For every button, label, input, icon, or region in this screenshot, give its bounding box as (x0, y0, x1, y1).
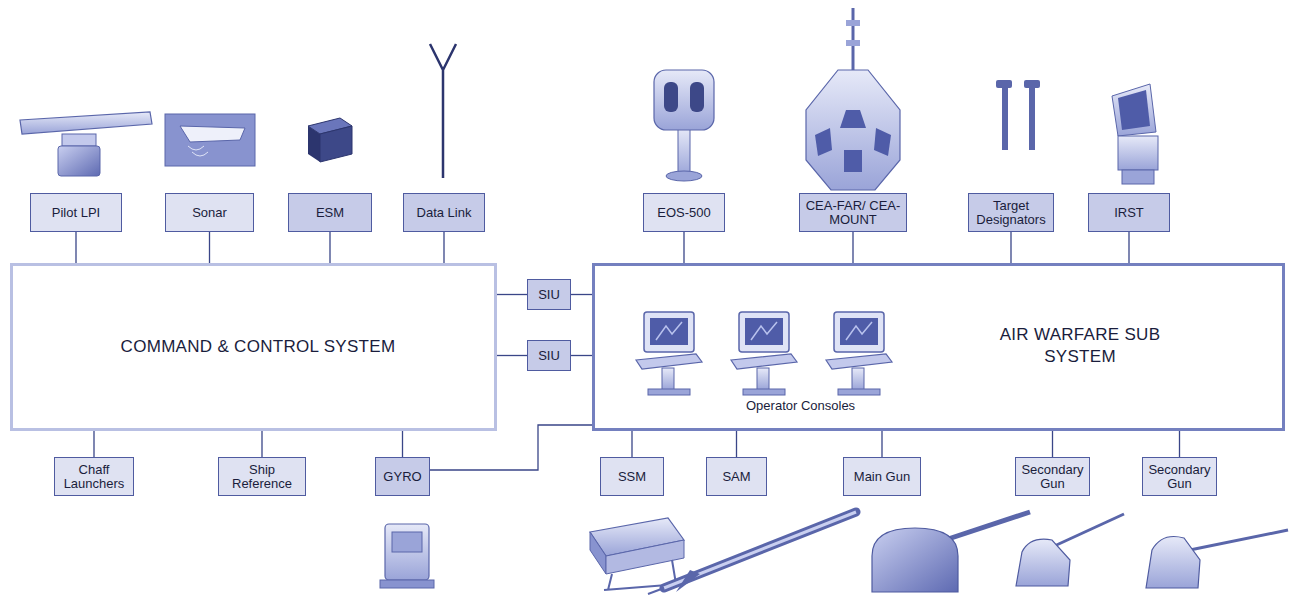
operator-consoles (636, 312, 892, 395)
box-label: SIU (535, 348, 563, 364)
box-label: SSM (615, 469, 649, 485)
box-label: Target Designators (969, 198, 1053, 228)
equipment-box: SIU (527, 279, 571, 310)
box-label: Data Link (414, 205, 475, 221)
box-label: Ship Reference (219, 462, 305, 492)
esm-unit (308, 118, 352, 162)
radar-antenna (20, 112, 152, 176)
equipment-box: Sonar (165, 193, 254, 232)
box-label: Pilot LPI (49, 205, 103, 221)
box-label: GYRO (380, 469, 424, 485)
box-label: Secondary Gun (1143, 462, 1216, 492)
connector-line (852, 232, 853, 263)
connector-line (329, 232, 330, 263)
connector-line (93, 431, 94, 457)
connector-line (497, 355, 527, 356)
box-label: Sonar (189, 205, 230, 221)
equipment-box: GYRO (375, 457, 430, 496)
connector-line (209, 232, 210, 263)
box-label: EOS-500 (654, 205, 713, 221)
box-label: SAM (719, 469, 753, 485)
connector-line (683, 232, 684, 263)
connector-line (497, 294, 527, 295)
system-title: AIR WARFARE SUB SYSTEM (990, 324, 1170, 368)
connector-line (1010, 232, 1011, 263)
box-label: SIU (535, 287, 563, 303)
equipment-box: Target Designators (968, 193, 1054, 232)
equipment-box: SAM (706, 457, 767, 496)
connector-line (443, 232, 444, 263)
secondary-gun (1016, 514, 1124, 586)
system-block: AIR WARFARE SUB SYSTEM (592, 263, 1285, 431)
equipment-box: IRST (1088, 193, 1170, 232)
equipment-box: ESM (288, 193, 372, 232)
connector-line (1052, 431, 1053, 457)
connector-line (430, 425, 592, 470)
ssm-launcher (590, 518, 684, 590)
gyro-unit (380, 524, 434, 588)
box-label: ESM (313, 205, 347, 221)
system-block: COMMAND & CONTROL SYSTEM (10, 263, 497, 431)
connector-line (1179, 431, 1180, 457)
equipment-box: Ship Reference (218, 457, 306, 496)
connector-line (736, 431, 737, 457)
equipment-box: Pilot LPI (30, 193, 122, 232)
connector-line (1128, 232, 1129, 263)
equipment-box: Data Link (403, 193, 485, 232)
target-designators (996, 80, 1040, 150)
connector-line (571, 355, 592, 356)
box-label: Main Gun (851, 469, 913, 485)
connector-line (881, 431, 882, 457)
eos-sensor (654, 70, 714, 181)
secondary-gun (1146, 530, 1288, 588)
equipment-box: EOS-500 (643, 193, 725, 232)
system-title: COMMAND & CONTROL SYSTEM (73, 336, 443, 358)
main-gun (872, 512, 1030, 592)
equipment-box: CEA-FAR/ CEA-MOUNT (799, 193, 907, 232)
connector-line (631, 431, 632, 457)
equipment-box: Secondary Gun (1142, 457, 1217, 496)
equipment-box: Main Gun (843, 457, 921, 496)
group-label: Operator Consoles (744, 398, 857, 413)
irst-sensor (1112, 84, 1158, 184)
equipment-box: Secondary Gun (1015, 457, 1090, 496)
equipment-box: SSM (600, 457, 664, 496)
antenna (430, 44, 456, 178)
sonar-picture (165, 114, 255, 166)
connector-line (571, 294, 592, 295)
radar-tower (806, 8, 900, 190)
sam-missile (648, 512, 856, 594)
equipment-box: SIU (527, 340, 571, 371)
box-label: Secondary Gun (1016, 462, 1089, 492)
equipment-box: Chaff Launchers (54, 457, 134, 496)
box-label: Chaff Launchers (55, 462, 133, 492)
connector-line (402, 431, 403, 457)
box-label: IRST (1111, 205, 1147, 221)
connector-line (75, 232, 76, 263)
box-label: CEA-FAR/ CEA-MOUNT (800, 198, 906, 228)
connector-line (261, 431, 262, 457)
